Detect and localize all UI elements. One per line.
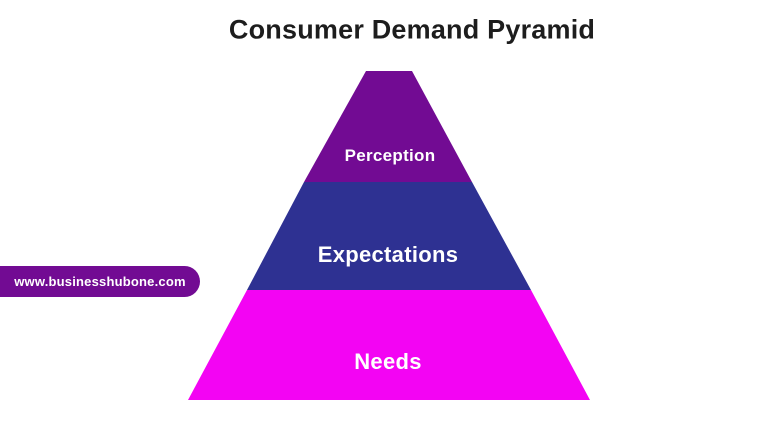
pyramid-label-perception: Perception (344, 146, 436, 165)
pyramid-label-needs: Needs (354, 349, 422, 374)
pyramid-tier-perception (304, 71, 472, 182)
pyramid-tier-needs (188, 290, 590, 400)
pyramid-label-expectations: Expectations (317, 242, 459, 267)
watermark-url-text: www.businesshubone.com (14, 274, 186, 289)
page-title: Consumer Demand Pyramid (228, 14, 596, 45)
watermark-badge: www.businesshubone.com (0, 266, 200, 297)
pyramid-tier-expectations (247, 182, 531, 290)
